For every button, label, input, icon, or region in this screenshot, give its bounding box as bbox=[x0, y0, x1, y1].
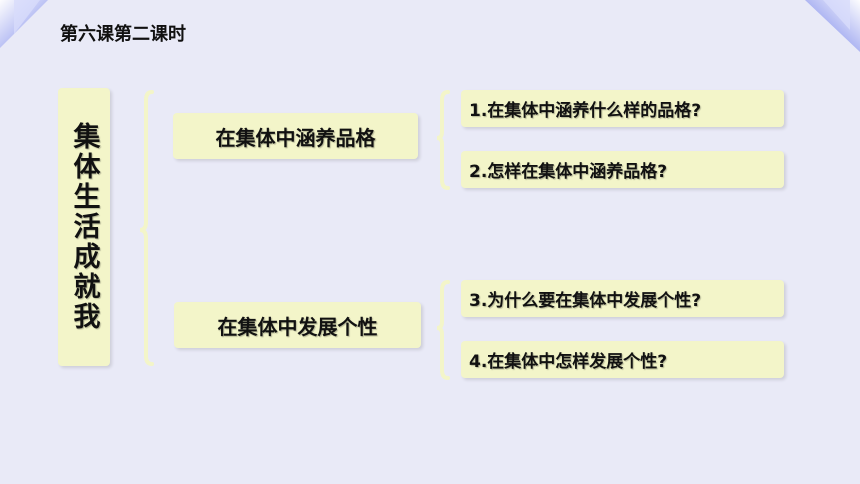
theme-box: 集体生活成就我 bbox=[58, 88, 110, 366]
question-box-3: 3.为什么要在集体中发展个性? bbox=[461, 280, 784, 317]
question-box-2: 2.怎样在集体中涵养品格? bbox=[461, 151, 784, 188]
topic-box-1: 在集体中涵养品格 bbox=[173, 113, 418, 159]
topic-box-2: 在集体中发展个性 bbox=[174, 302, 421, 348]
corner-decoration-left bbox=[0, 0, 48, 48]
corner-decoration-right bbox=[805, 0, 860, 52]
question-box-4: 4.在集体中怎样发展个性? bbox=[461, 341, 784, 378]
question-text-3: 3.为什么要在集体中发展个性? bbox=[469, 291, 702, 311]
brace-main bbox=[139, 90, 154, 366]
topic-label-2: 在集体中发展个性 bbox=[217, 314, 378, 339]
question-text-1: 1.在集体中涵养什么样的品格? bbox=[469, 101, 702, 121]
question-box-1: 1.在集体中涵养什么样的品格? bbox=[461, 90, 784, 127]
brace-lower bbox=[436, 280, 450, 380]
question-text-2: 2.怎样在集体中涵养品格? bbox=[469, 162, 668, 182]
question-text-4: 4.在集体中怎样发展个性? bbox=[469, 352, 668, 372]
theme-label: 集体生活成就我 bbox=[68, 122, 100, 332]
page-title: 第六课第二课时 bbox=[60, 24, 186, 45]
brace-upper bbox=[436, 90, 450, 190]
topic-label-1: 在集体中涵养品格 bbox=[215, 125, 376, 150]
